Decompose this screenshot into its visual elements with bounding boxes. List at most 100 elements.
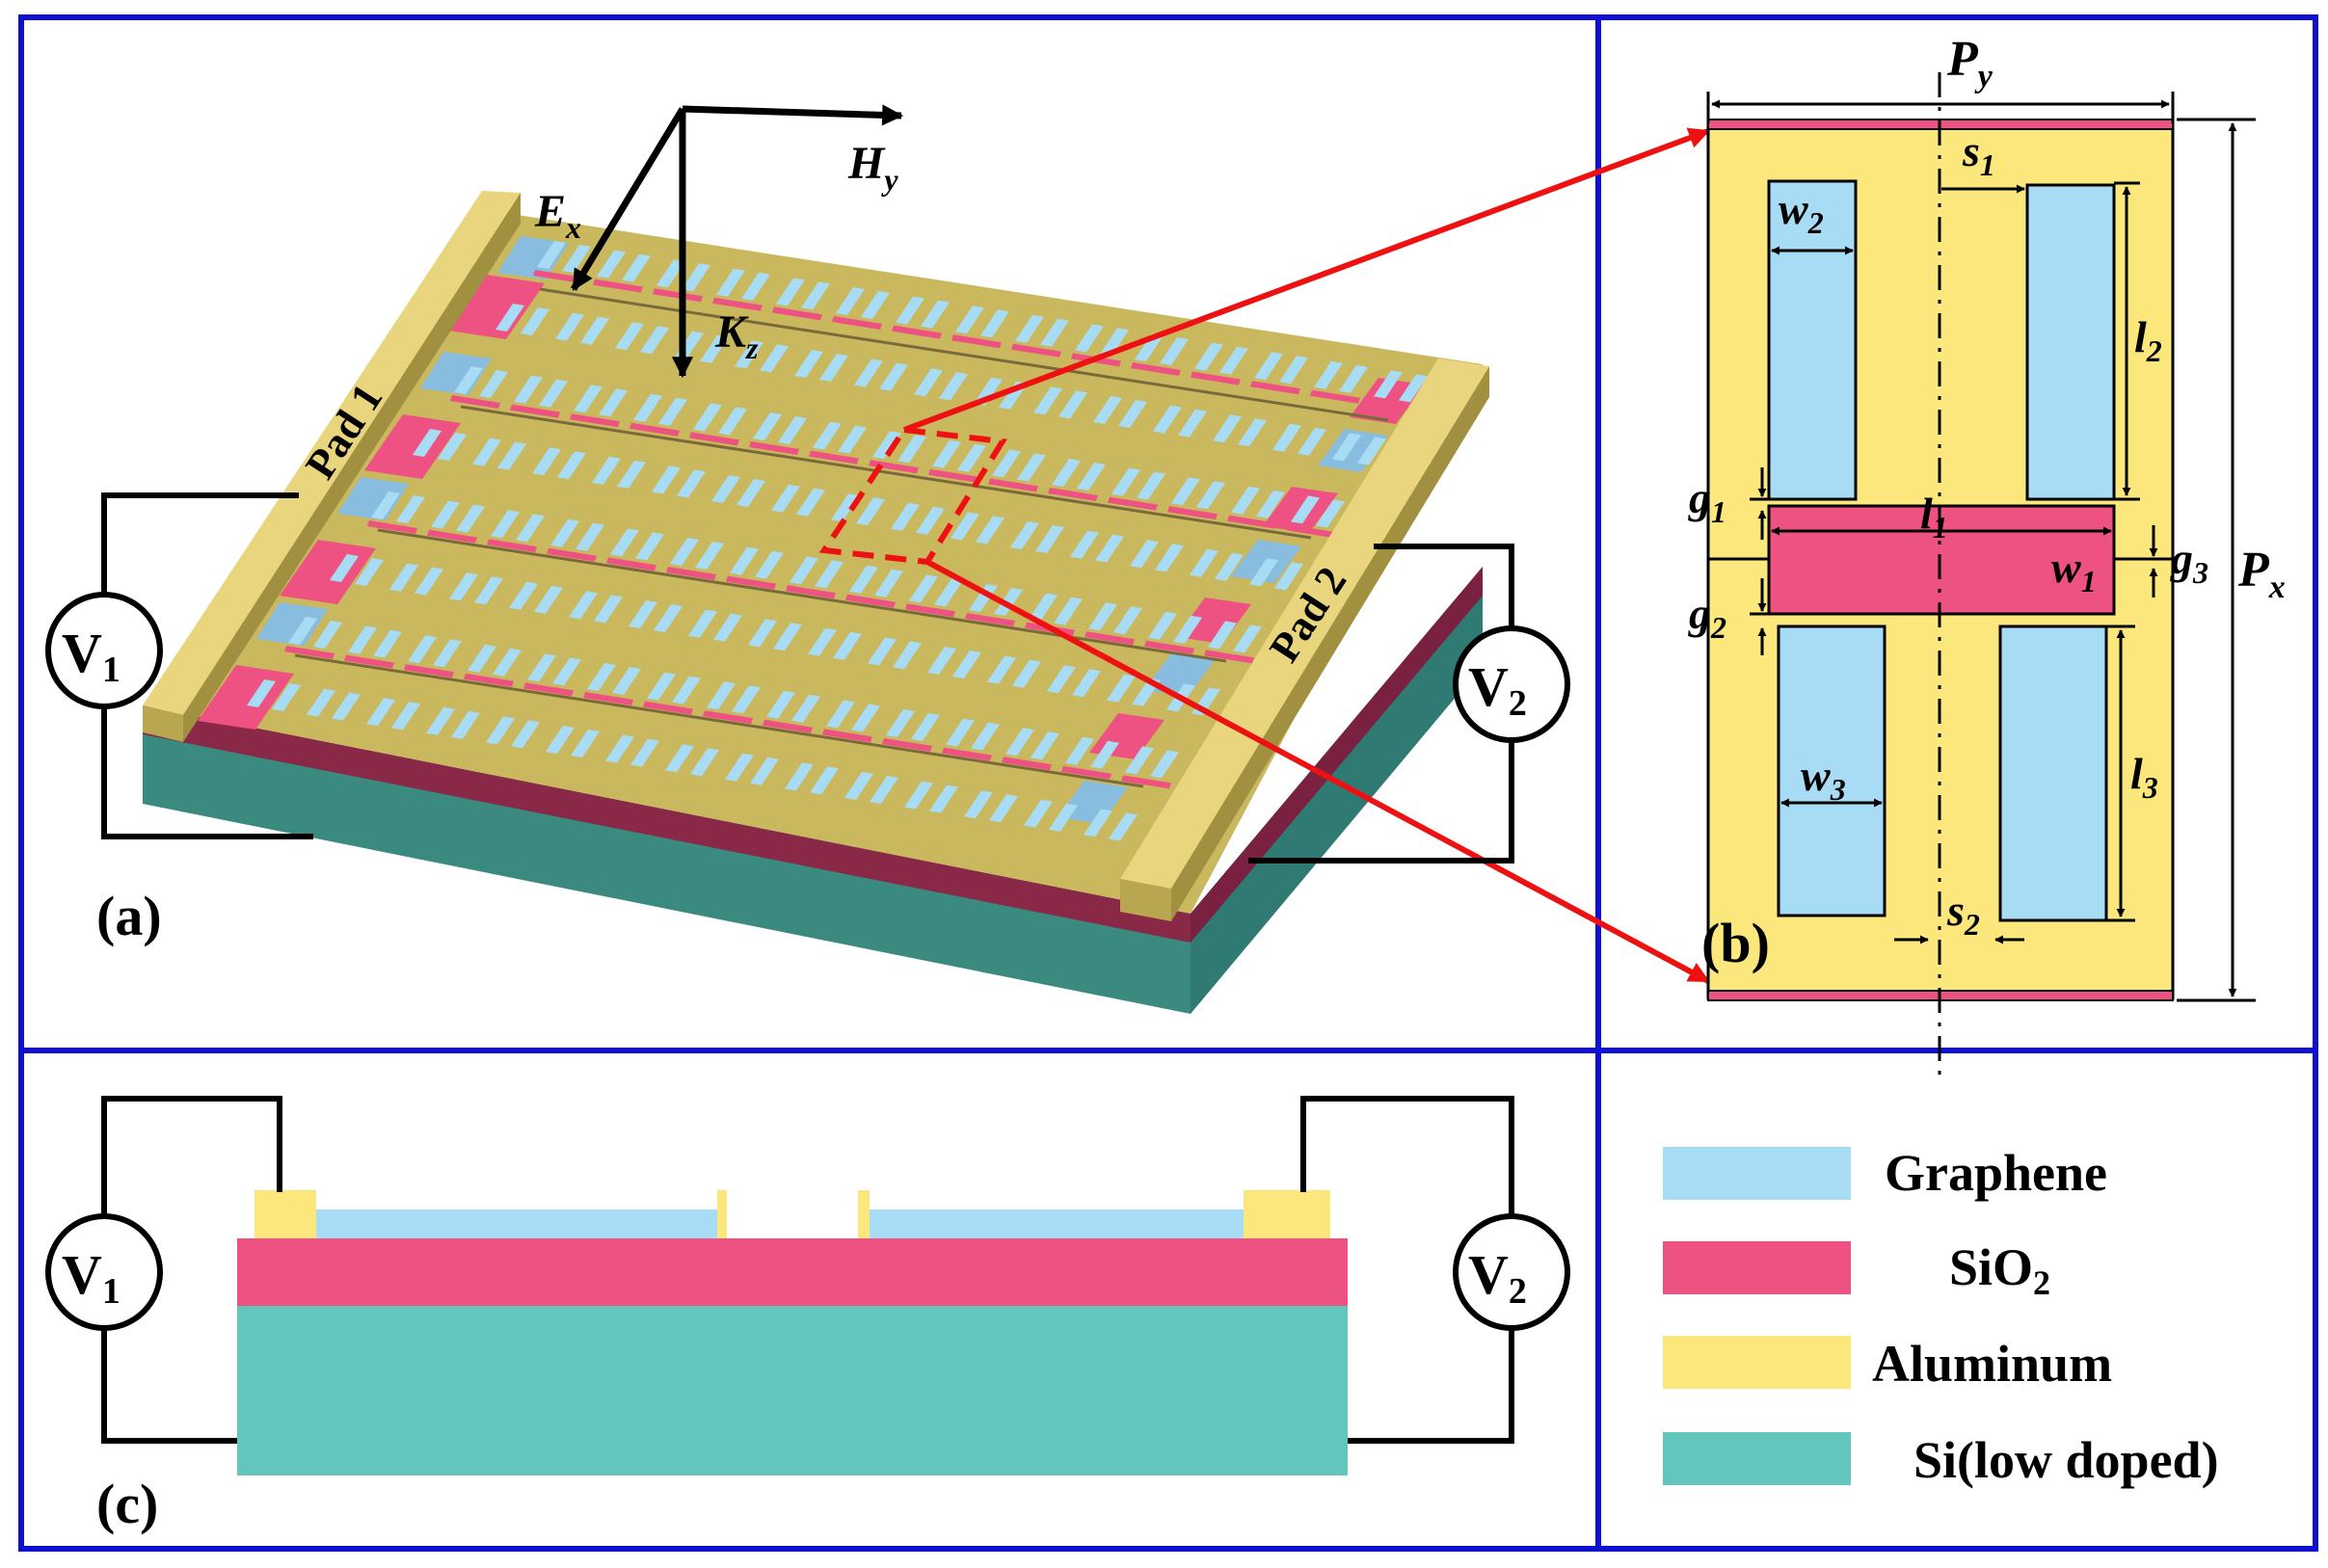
graphene-slot (592, 456, 621, 485)
graphene-slot (1196, 481, 1225, 510)
graphene-slot (1030, 731, 1059, 760)
graphene-slot (534, 585, 563, 614)
graphene-slot (939, 372, 968, 401)
graphene-slot-array (247, 241, 1428, 841)
graphene-slot (1291, 495, 1320, 524)
graphene-slot (976, 516, 1004, 545)
graphene-slot (1029, 593, 1057, 622)
oxide-bar-mark (809, 450, 859, 465)
graphene-strip-bottom-right (1998, 625, 2108, 922)
oxide-bar-mark (344, 654, 394, 669)
graphene-slot (1111, 467, 1140, 496)
graphene-slot (854, 359, 883, 387)
graphene-slot (957, 443, 986, 472)
cross-section-pad-left (254, 1190, 316, 1238)
graphene-slot (599, 388, 628, 417)
graphene-slot (1399, 374, 1428, 403)
graphene-slot (635, 532, 664, 561)
graphene-slot (810, 766, 839, 795)
graphene-slot (732, 685, 761, 714)
graphene-slot (1231, 486, 1260, 515)
graphene-slot (1272, 423, 1301, 452)
bias-circuit-1 (45, 492, 313, 839)
graphene-slot (1093, 396, 1122, 424)
graphene-slot (672, 676, 701, 704)
graphene-slot (1190, 548, 1218, 577)
graphene-slot (713, 613, 742, 642)
graphene-slot (647, 672, 676, 701)
graphene-strip-bottom-left (1777, 625, 1886, 917)
graphene-slot (617, 460, 646, 489)
graphene-slot (656, 259, 685, 288)
dim-l3: l3 (2130, 749, 2158, 805)
graphene-strip-top-left (1767, 179, 1858, 501)
graphene-slot (391, 702, 420, 731)
graphene-slot (1374, 370, 1403, 399)
graphene-slot (1148, 611, 1177, 640)
graphene-slot (451, 710, 480, 739)
oxide-bar-mark (951, 334, 1002, 349)
legend-label-sio2: SiO2 (1949, 1238, 2050, 1302)
graphene-slot (537, 241, 566, 269)
graphene-slot (1160, 337, 1189, 365)
graphene-slot (929, 784, 958, 813)
graphene-slot (833, 631, 862, 660)
graphene-slot (1256, 490, 1285, 518)
graphene-slot (1088, 602, 1117, 631)
oxide-bar-mark (1002, 757, 1052, 771)
graphene-slot (1213, 414, 1242, 443)
oxide-bar-mark (1131, 362, 1181, 376)
graphene-slot (1065, 736, 1094, 765)
graphene-slot (491, 510, 520, 539)
graphene-slot (1107, 674, 1136, 703)
oxide-bar-mark (1061, 765, 1111, 780)
graphene-slot (468, 644, 496, 673)
graphene-slot (389, 563, 418, 592)
oxide-bar-mark (882, 738, 932, 752)
graphene-slot (1054, 597, 1083, 625)
graphene-slot (640, 326, 669, 355)
graphene-slot (716, 268, 745, 297)
graphene-slot (741, 272, 770, 301)
pad-1 (143, 191, 521, 742)
dim-w2: w2 (1779, 184, 1824, 240)
graphene-slot (454, 366, 483, 394)
oxide-bar-mark (712, 297, 763, 311)
graphene-slot (964, 790, 993, 819)
graphene-slot (921, 300, 950, 329)
graphene-slot (516, 514, 545, 543)
graphene-slot (1173, 615, 1202, 644)
graphene-slot (808, 627, 837, 656)
oxide-bar-mark (965, 613, 1015, 626)
graphene-slot (789, 556, 818, 585)
oxide-bar-mark (1191, 371, 1241, 385)
graphene-slot (682, 263, 710, 292)
oxide-bar-mark (606, 557, 656, 571)
graphene-slot (897, 435, 926, 464)
legend-swatch-graphene (1663, 1147, 1851, 1200)
graphene-slot (495, 304, 524, 332)
graphene-slot (1015, 314, 1044, 343)
graphene-slot (539, 379, 568, 408)
dim-s2: s2 (1946, 886, 1980, 942)
cross-section-pad-right (1244, 1190, 1330, 1238)
dim-g1: g1 (1688, 473, 1726, 529)
graphene-slot (431, 500, 460, 529)
dim-w1: w1 (2051, 543, 2097, 598)
graphene-slot (872, 431, 901, 460)
graphene-slot (861, 291, 890, 319)
graphene-slot (1005, 728, 1034, 757)
graphene-slot (580, 316, 609, 345)
graphene-slot (868, 637, 896, 666)
graphene-slot (819, 354, 848, 382)
graphene-slot (555, 312, 584, 341)
graphene-slot (415, 567, 443, 596)
graphene-slot (1049, 803, 1078, 832)
graphene-slot (514, 375, 543, 404)
graphene-slot (718, 407, 747, 436)
graphene-slot (1219, 346, 1248, 375)
oxide-bar-mark (786, 585, 836, 599)
graphene-slot (950, 512, 979, 541)
voltage-source-c1-label: V1 (62, 1243, 120, 1312)
graphene-slot (562, 245, 591, 273)
